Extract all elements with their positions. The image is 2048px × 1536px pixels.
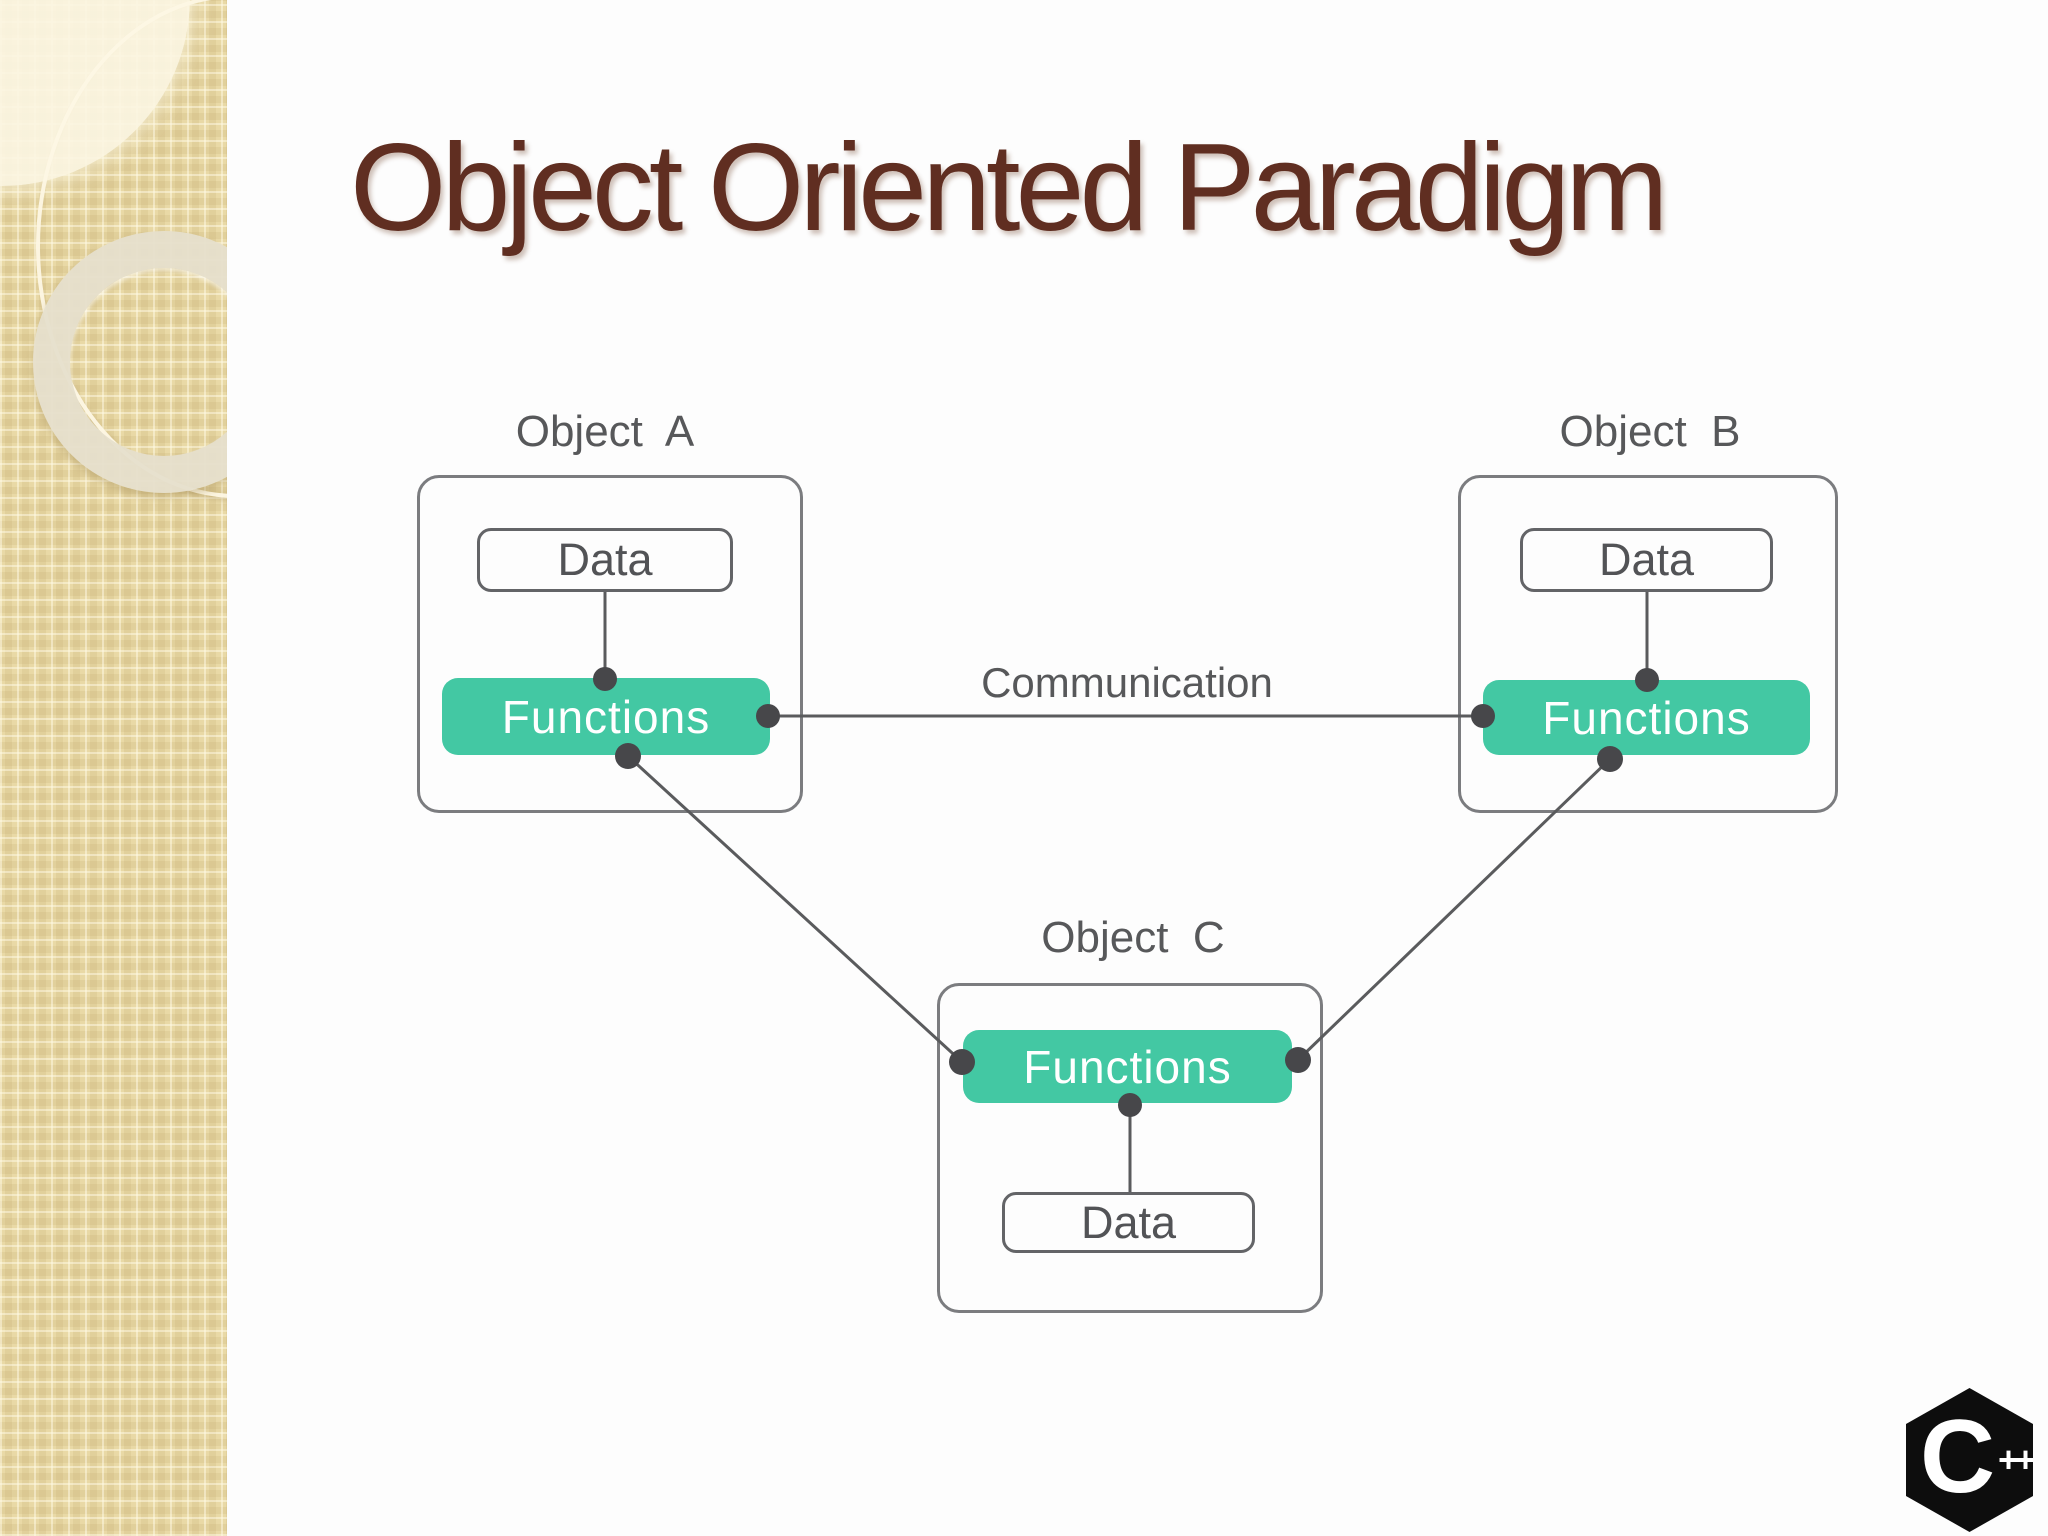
object-b-title: Object B <box>1559 407 1741 456</box>
object-b-functions-box: Functions <box>1483 680 1810 755</box>
object-c-functions-label: Functions <box>1023 1040 1232 1093</box>
object-a-data-box: Data <box>477 528 733 592</box>
object-b-box <box>1458 475 1838 813</box>
cpp-logo-plusplus: ++ <box>1997 1439 2033 1480</box>
cpp-logo-letter: C <box>1920 1398 1996 1515</box>
slide-title: Object Oriented Paradigm <box>350 119 1669 257</box>
cpp-logo-icon: C ++ <box>1906 1388 2033 1532</box>
object-b-functions-label: Functions <box>1542 691 1751 744</box>
object-a-functions-label: Functions <box>501 690 711 743</box>
object-c-data-label: Data <box>1080 1196 1177 1248</box>
communication-label: Communication <box>981 659 1273 706</box>
object-c-title: Object C <box>1041 913 1225 962</box>
object-b-data-label: Data <box>1598 534 1695 585</box>
object-c-functions-box: Functions <box>963 1030 1292 1103</box>
object-c-data-box: Data <box>1002 1192 1255 1253</box>
object-b-data-box: Data <box>1520 528 1773 592</box>
object-a-functions-box: Functions <box>442 678 770 755</box>
object-a-box <box>417 475 803 813</box>
object-c-box <box>937 983 1323 1313</box>
object-a-data-label: Data <box>557 534 653 585</box>
decorative-side-band <box>0 0 227 1536</box>
object-a-title: Object A <box>515 407 695 456</box>
